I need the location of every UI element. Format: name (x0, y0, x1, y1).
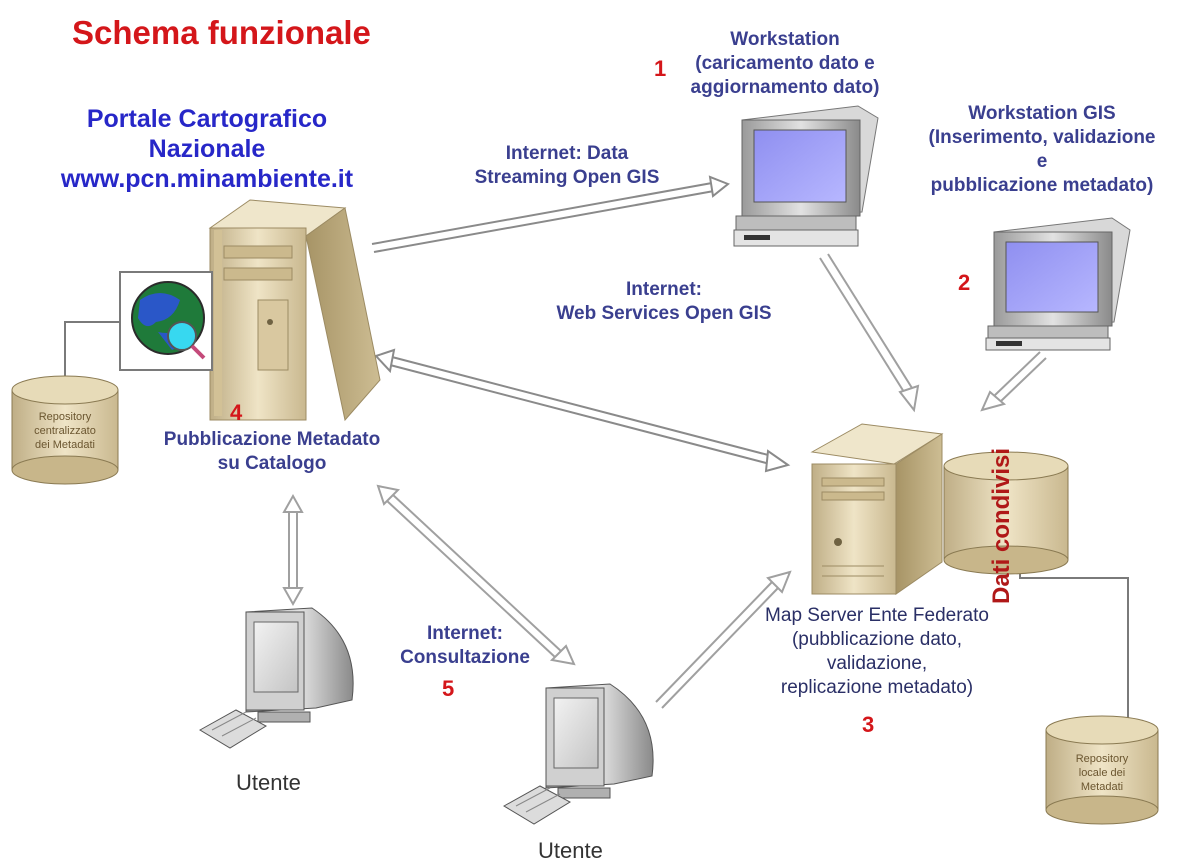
workstation2-label-line4: pubblicazione metadato) (930, 175, 1154, 196)
repository-local-icon (1045, 715, 1159, 825)
workstation1-label-line3: aggiornamento dato) (690, 77, 880, 98)
repository-local-line1: Repository (1075, 753, 1129, 765)
workstation2-icon (985, 217, 1131, 351)
catalog-label-line2: su Catalogo (217, 453, 327, 474)
arrow-user2-mapserver (655, 570, 792, 709)
workstation1-label: Workstation (caricamento dato e aggiorna… (660, 28, 910, 100)
mapserver-label-line2: (pubblicazione dato, (791, 629, 963, 650)
workstation2-label-line1: Workstation GIS (968, 103, 1116, 124)
arrow-portal-user2 (376, 484, 576, 666)
mapserver-label: Map Server Ente Federato (pubblicazione … (742, 604, 1012, 700)
user1-computer-icon (199, 607, 354, 749)
workstation2-label-line3: e (1036, 151, 1048, 172)
portal-label-line1: Portale Cartografico (86, 105, 328, 133)
consultation-label-line2: Consultazione (400, 647, 530, 668)
workstation1-icon (733, 105, 879, 247)
portal-url: www.pcn.minambiente.it (60, 165, 354, 193)
mapserver-label-line4: replicazione metadato) (780, 677, 974, 698)
repository-central-line3: dei Metadati (35, 439, 95, 451)
consultation-label: Internet: Consultazione (380, 622, 550, 670)
catalog-number: 4 (230, 400, 243, 425)
arrow-workstation2-mapserver (980, 351, 1047, 412)
user2-label: Utente (538, 838, 603, 863)
workstation1-number: 1 (654, 56, 667, 81)
repository-central-line1: Repository (38, 411, 92, 423)
workstation2-label: Workstation GIS (Inserimento, validazion… (908, 102, 1176, 198)
repository-local-line3: Metadati (1080, 781, 1124, 793)
shared-data-cylinder-icon (943, 451, 1069, 575)
arrow-portal-user1 (282, 493, 304, 607)
link-web-services-line1: Internet: (626, 279, 702, 300)
workstation1-label-line1: Workstation (730, 29, 840, 50)
link-web-services-label: Internet: Web Services Open GIS (534, 278, 794, 326)
page-title: Schema funzionale (72, 14, 371, 51)
arrow-workstation1-mapserver (819, 253, 920, 413)
repository-local-label: Repository locale dei Metadati (1046, 752, 1158, 794)
mapserver-icon (810, 423, 944, 595)
catalog-label-line1: Pubblicazione Metadato (163, 429, 381, 450)
portal-label: Portale Cartografico Nazionale www.pcn.m… (42, 104, 372, 194)
arrow-portal-mapserver (374, 348, 791, 473)
repository-central-icon (11, 375, 119, 485)
connector-mapserver-repo (1019, 560, 1129, 722)
mapserver-number: 3 (862, 712, 875, 737)
portal-label-line2: Nazionale (148, 135, 266, 163)
workstation2-number: 2 (958, 270, 971, 295)
catalog-label: Pubblicazione Metadato su Catalogo (140, 428, 404, 476)
consultation-label-line1: Internet: (427, 623, 503, 644)
repository-local-line2: locale dei (1078, 767, 1126, 779)
mapserver-label-line1: Map Server Ente Federato (765, 605, 989, 626)
arrow-portal-workstation1 (371, 175, 730, 253)
link-data-streaming-line2: Streaming Open GIS (474, 167, 660, 188)
portal-server-icon (208, 199, 381, 422)
user2-computer-icon (503, 683, 654, 825)
workstation1-label-line2: (caricamento dato e (695, 53, 875, 74)
mapserver-label-line3: validazione, (826, 653, 928, 674)
workstation2-label-line2: (Inserimento, validazione (928, 127, 1156, 148)
user1-label: Utente (236, 770, 301, 795)
consultation-number: 5 (442, 676, 455, 701)
link-data-streaming-line1: Internet: Data (505, 143, 629, 164)
link-web-services-line2: Web Services Open GIS (556, 303, 772, 324)
repository-central-line2: centralizzato (34, 425, 96, 437)
repository-central-label: Repository centralizzato dei Metadati (12, 410, 118, 452)
shared-data-label: Dati condivisi (988, 447, 1015, 604)
link-data-streaming-label: Internet: Data Streaming Open GIS (456, 142, 678, 190)
globe-search-icon (119, 271, 213, 371)
